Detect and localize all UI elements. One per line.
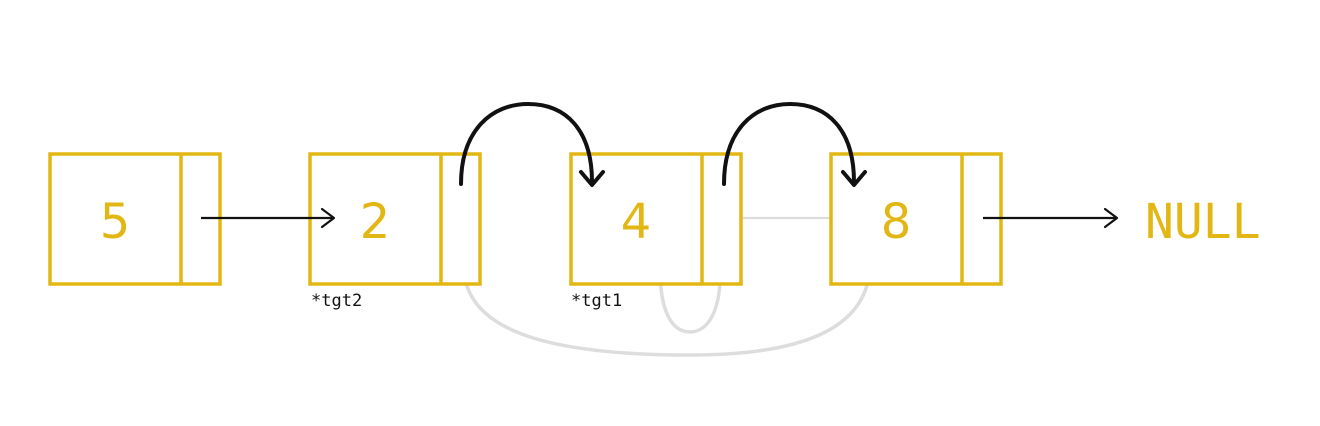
node-value: 4: [621, 194, 652, 250]
link-5-to-2: [201, 207, 336, 229]
node-value: 8: [881, 194, 912, 250]
list-node: 8: [829, 152, 1003, 286]
pointer-label-tgt2: *tgt2: [311, 291, 362, 311]
list-node: 5: [48, 152, 222, 286]
pointer-label-tgt1: *tgt1: [571, 291, 622, 311]
arc-4-to-8: [722, 101, 867, 187]
arc-2-to-4: [459, 101, 605, 187]
node-value: 5: [100, 194, 131, 250]
list-node: 4: [569, 152, 743, 286]
list-node: 2: [308, 152, 482, 286]
link-8-to-null: [983, 207, 1119, 229]
node-value: 2: [360, 194, 391, 250]
null-terminal: NULL: [1145, 194, 1261, 250]
